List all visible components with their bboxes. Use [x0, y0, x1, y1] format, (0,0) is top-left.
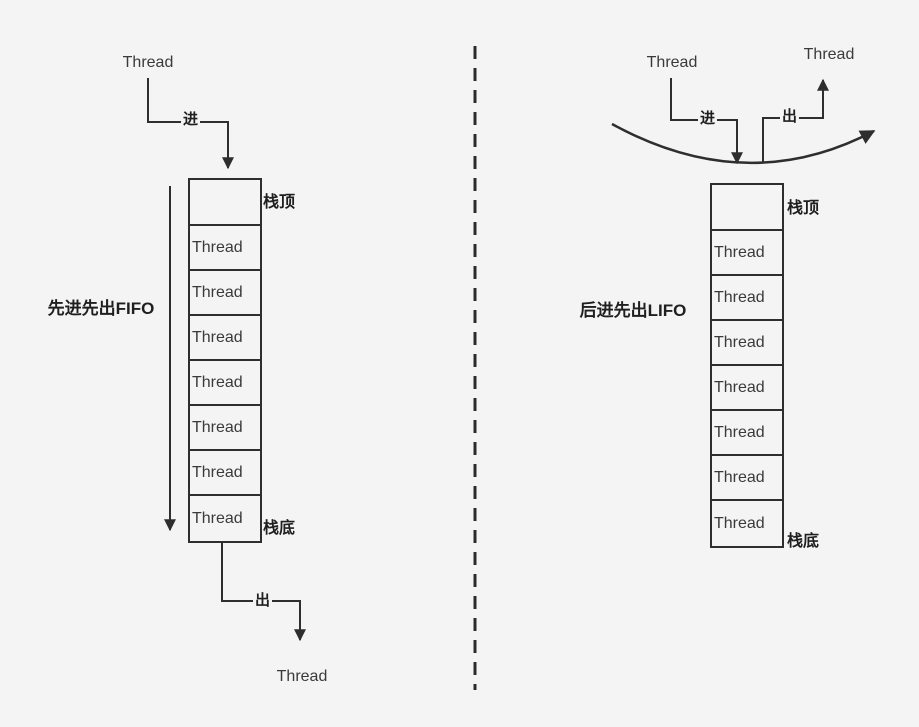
- right-out-thread-label: Thread: [803, 46, 855, 63]
- lifo-top-arc-arrow: [611, 122, 876, 165]
- stack-cell: Thread: [712, 366, 782, 411]
- stack-cell: Thread: [192, 509, 243, 527]
- stack-cell: [190, 180, 260, 226]
- stack-cell: Thread: [190, 406, 260, 451]
- right-exit-label: 出: [780, 108, 800, 126]
- right-in-thread-label: Thread: [646, 54, 698, 71]
- stack-cell: Thread: [190, 271, 260, 316]
- stack-cell: Thread: [190, 361, 260, 406]
- stack-cell: Thread: [190, 316, 260, 361]
- lifo-stack: Thread Thread Thread Thread Thread Threa…: [710, 183, 784, 548]
- right-stack-bottom-label: 栈底: [787, 533, 820, 550]
- left-output-thread-label: Thread: [276, 668, 328, 685]
- left-stack-top-label: 栈顶: [263, 194, 296, 211]
- left-exit-label: 出: [253, 592, 273, 610]
- left-enter-label: 进: [181, 111, 201, 129]
- lifo-side-label: 后进先出LIFO: [579, 301, 687, 320]
- stack-cell: Thread: [190, 451, 260, 496]
- stack-cell: Thread: [712, 321, 782, 366]
- stack-cell: Thread: [190, 226, 260, 271]
- right-stack-top-label: 栈顶: [787, 200, 820, 217]
- stack-cell: Thread: [714, 514, 765, 532]
- stack-cell: Thread: [712, 276, 782, 321]
- fifo-stack: Thread Thread Thread Thread Thread Threa…: [188, 178, 262, 543]
- right-enter-label: 进: [698, 110, 718, 128]
- stack-cell: Thread: [712, 456, 782, 501]
- stack-cell: Thread: [712, 411, 782, 456]
- left-source-thread-label: Thread: [122, 54, 174, 71]
- stack-cell: Thread: [712, 231, 782, 276]
- stack-cell: [712, 185, 782, 231]
- fifo-side-label: 先进先出FIFO: [47, 299, 155, 318]
- left-stack-bottom-label: 栈底: [263, 520, 296, 537]
